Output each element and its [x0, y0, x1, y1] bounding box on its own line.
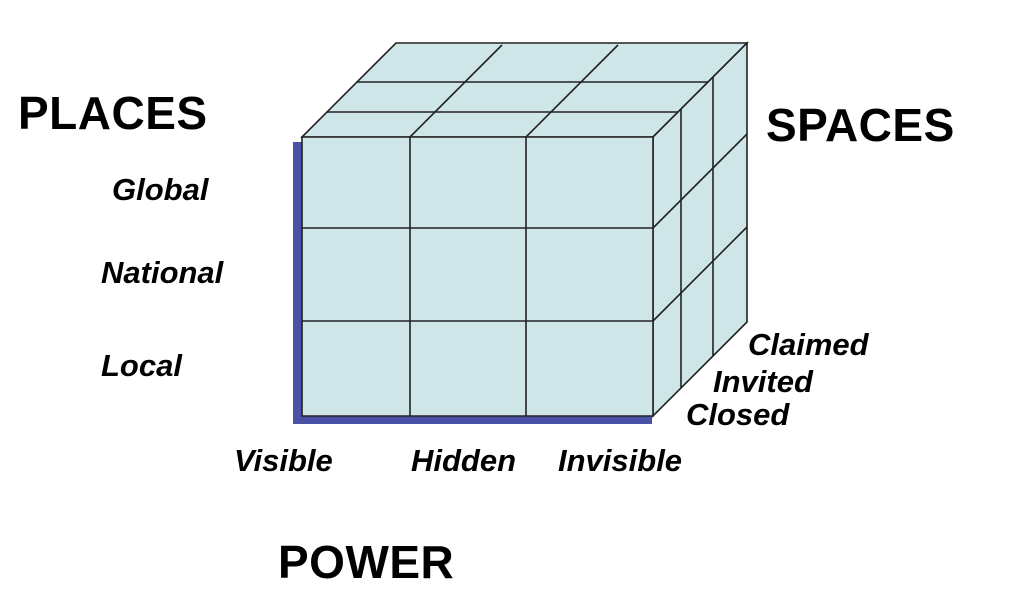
spaces-type-claimed: Claimed: [748, 327, 869, 362]
places-title: PLACES: [18, 87, 208, 139]
power-form-visible: Visible: [234, 443, 333, 478]
power-title: POWER: [278, 536, 455, 588]
spaces-title: SPACES: [766, 99, 955, 151]
places-level-national: National: [101, 255, 224, 290]
cube-grid-line: [409, 44, 503, 138]
spaces-type-invited: Invited: [713, 364, 813, 399]
power-form-invisible: Invisible: [558, 443, 683, 478]
cube-grid-lines: [302, 44, 748, 416]
cube-grid-line: [652, 133, 748, 229]
spaces-type-closed: Closed: [686, 397, 790, 432]
cube-grid-line: [652, 226, 748, 322]
places-level-global: Global: [112, 172, 209, 207]
power-form-hidden: Hidden: [411, 443, 517, 478]
cube-bottom-accent: [293, 415, 652, 424]
cube-grid-line: [525, 44, 619, 138]
places-level-local: Local: [101, 348, 182, 383]
cube-front-face: [301, 136, 654, 417]
cube-left-accent: [293, 142, 302, 424]
